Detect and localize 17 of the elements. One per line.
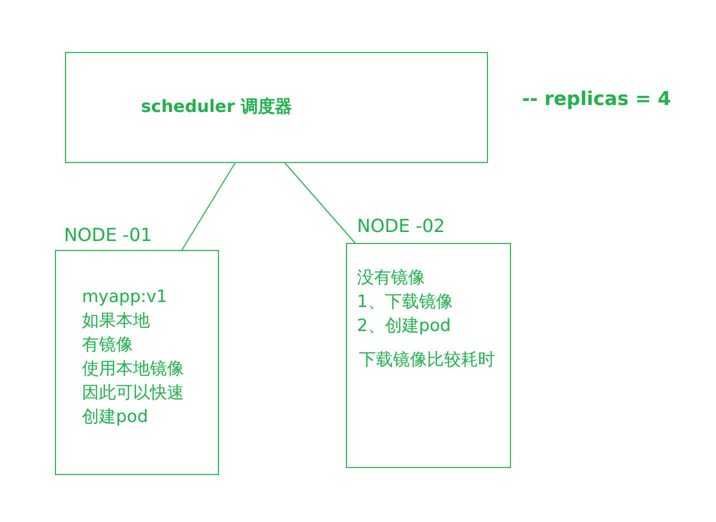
node-text-line: 如果本地: [82, 310, 150, 333]
node-text-line: 因此可以快速: [82, 382, 184, 405]
node-heading: NODE -02: [357, 215, 445, 239]
scheduler-label: scheduler 调度器: [141, 96, 292, 119]
node-text-line: 使用本地镜像: [82, 358, 184, 381]
node-text-line: 2、创建pod: [357, 315, 451, 338]
node-text-line: 1、下载镜像: [357, 291, 453, 314]
node-text-line: 下载镜像比较耗时: [359, 349, 495, 372]
node-heading: NODE -01: [64, 224, 152, 248]
node-text-line: 有镜像: [82, 334, 133, 357]
scheduler-box: [65, 52, 488, 163]
node-text-line: myapp:v1: [82, 286, 168, 309]
note-text: -- replicas = 4: [522, 87, 672, 111]
connector-line: [284, 162, 356, 244]
connector-line: [181, 162, 236, 250]
node-text-line: 没有镜像: [357, 267, 425, 290]
node-text-line: 创建pod: [82, 406, 148, 429]
